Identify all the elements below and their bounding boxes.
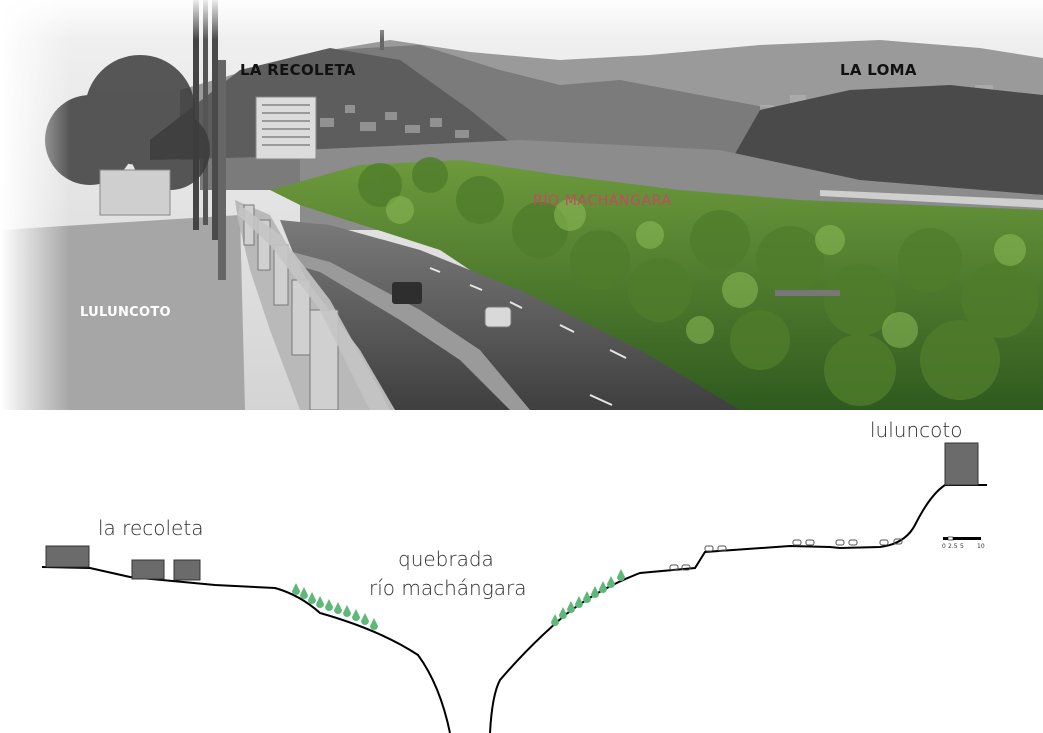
section-label-la-recoleta: la recoleta (98, 516, 204, 540)
panorama-photo (0, 0, 1043, 410)
terrain-profile-left (41, 566, 451, 733)
cross-section-diagram: la recoleta quebrada río machángara lulu… (0, 410, 1043, 733)
terrain-profile-right (489, 484, 987, 733)
building-block (173, 559, 201, 581)
scale-tick-label: 10 (977, 543, 985, 550)
building-block (131, 559, 165, 580)
scale-tick-label: 0 (942, 543, 946, 550)
scale-tick-label: 5 (960, 543, 964, 550)
site-photo: LA RECOLETA LA LOMA LULUNCOTO RÍO MACHÁN… (0, 0, 1043, 410)
section-drawing (41, 442, 987, 733)
photo-label-rio-machangara: RÍO MACHÁNGARA (533, 193, 672, 209)
car-icons (669, 538, 903, 571)
vegetation-right (551, 569, 625, 626)
section-label-luluncoto: luluncoto (870, 418, 963, 442)
vegetation-left (292, 583, 378, 630)
building-block (944, 442, 979, 486)
section-label-rio-machangara: río machángara (369, 576, 527, 600)
photo-label-luluncoto: LULUNCOTO (80, 305, 171, 320)
photo-label-la-recoleta: LA RECOLETA (240, 61, 356, 79)
section-label-quebrada: quebrada (398, 547, 494, 571)
scale-tick-label: 2.5 (948, 543, 958, 550)
photo-label-la-loma: LA LOMA (840, 61, 917, 79)
scale-bar (943, 536, 981, 541)
building-block (45, 545, 90, 568)
